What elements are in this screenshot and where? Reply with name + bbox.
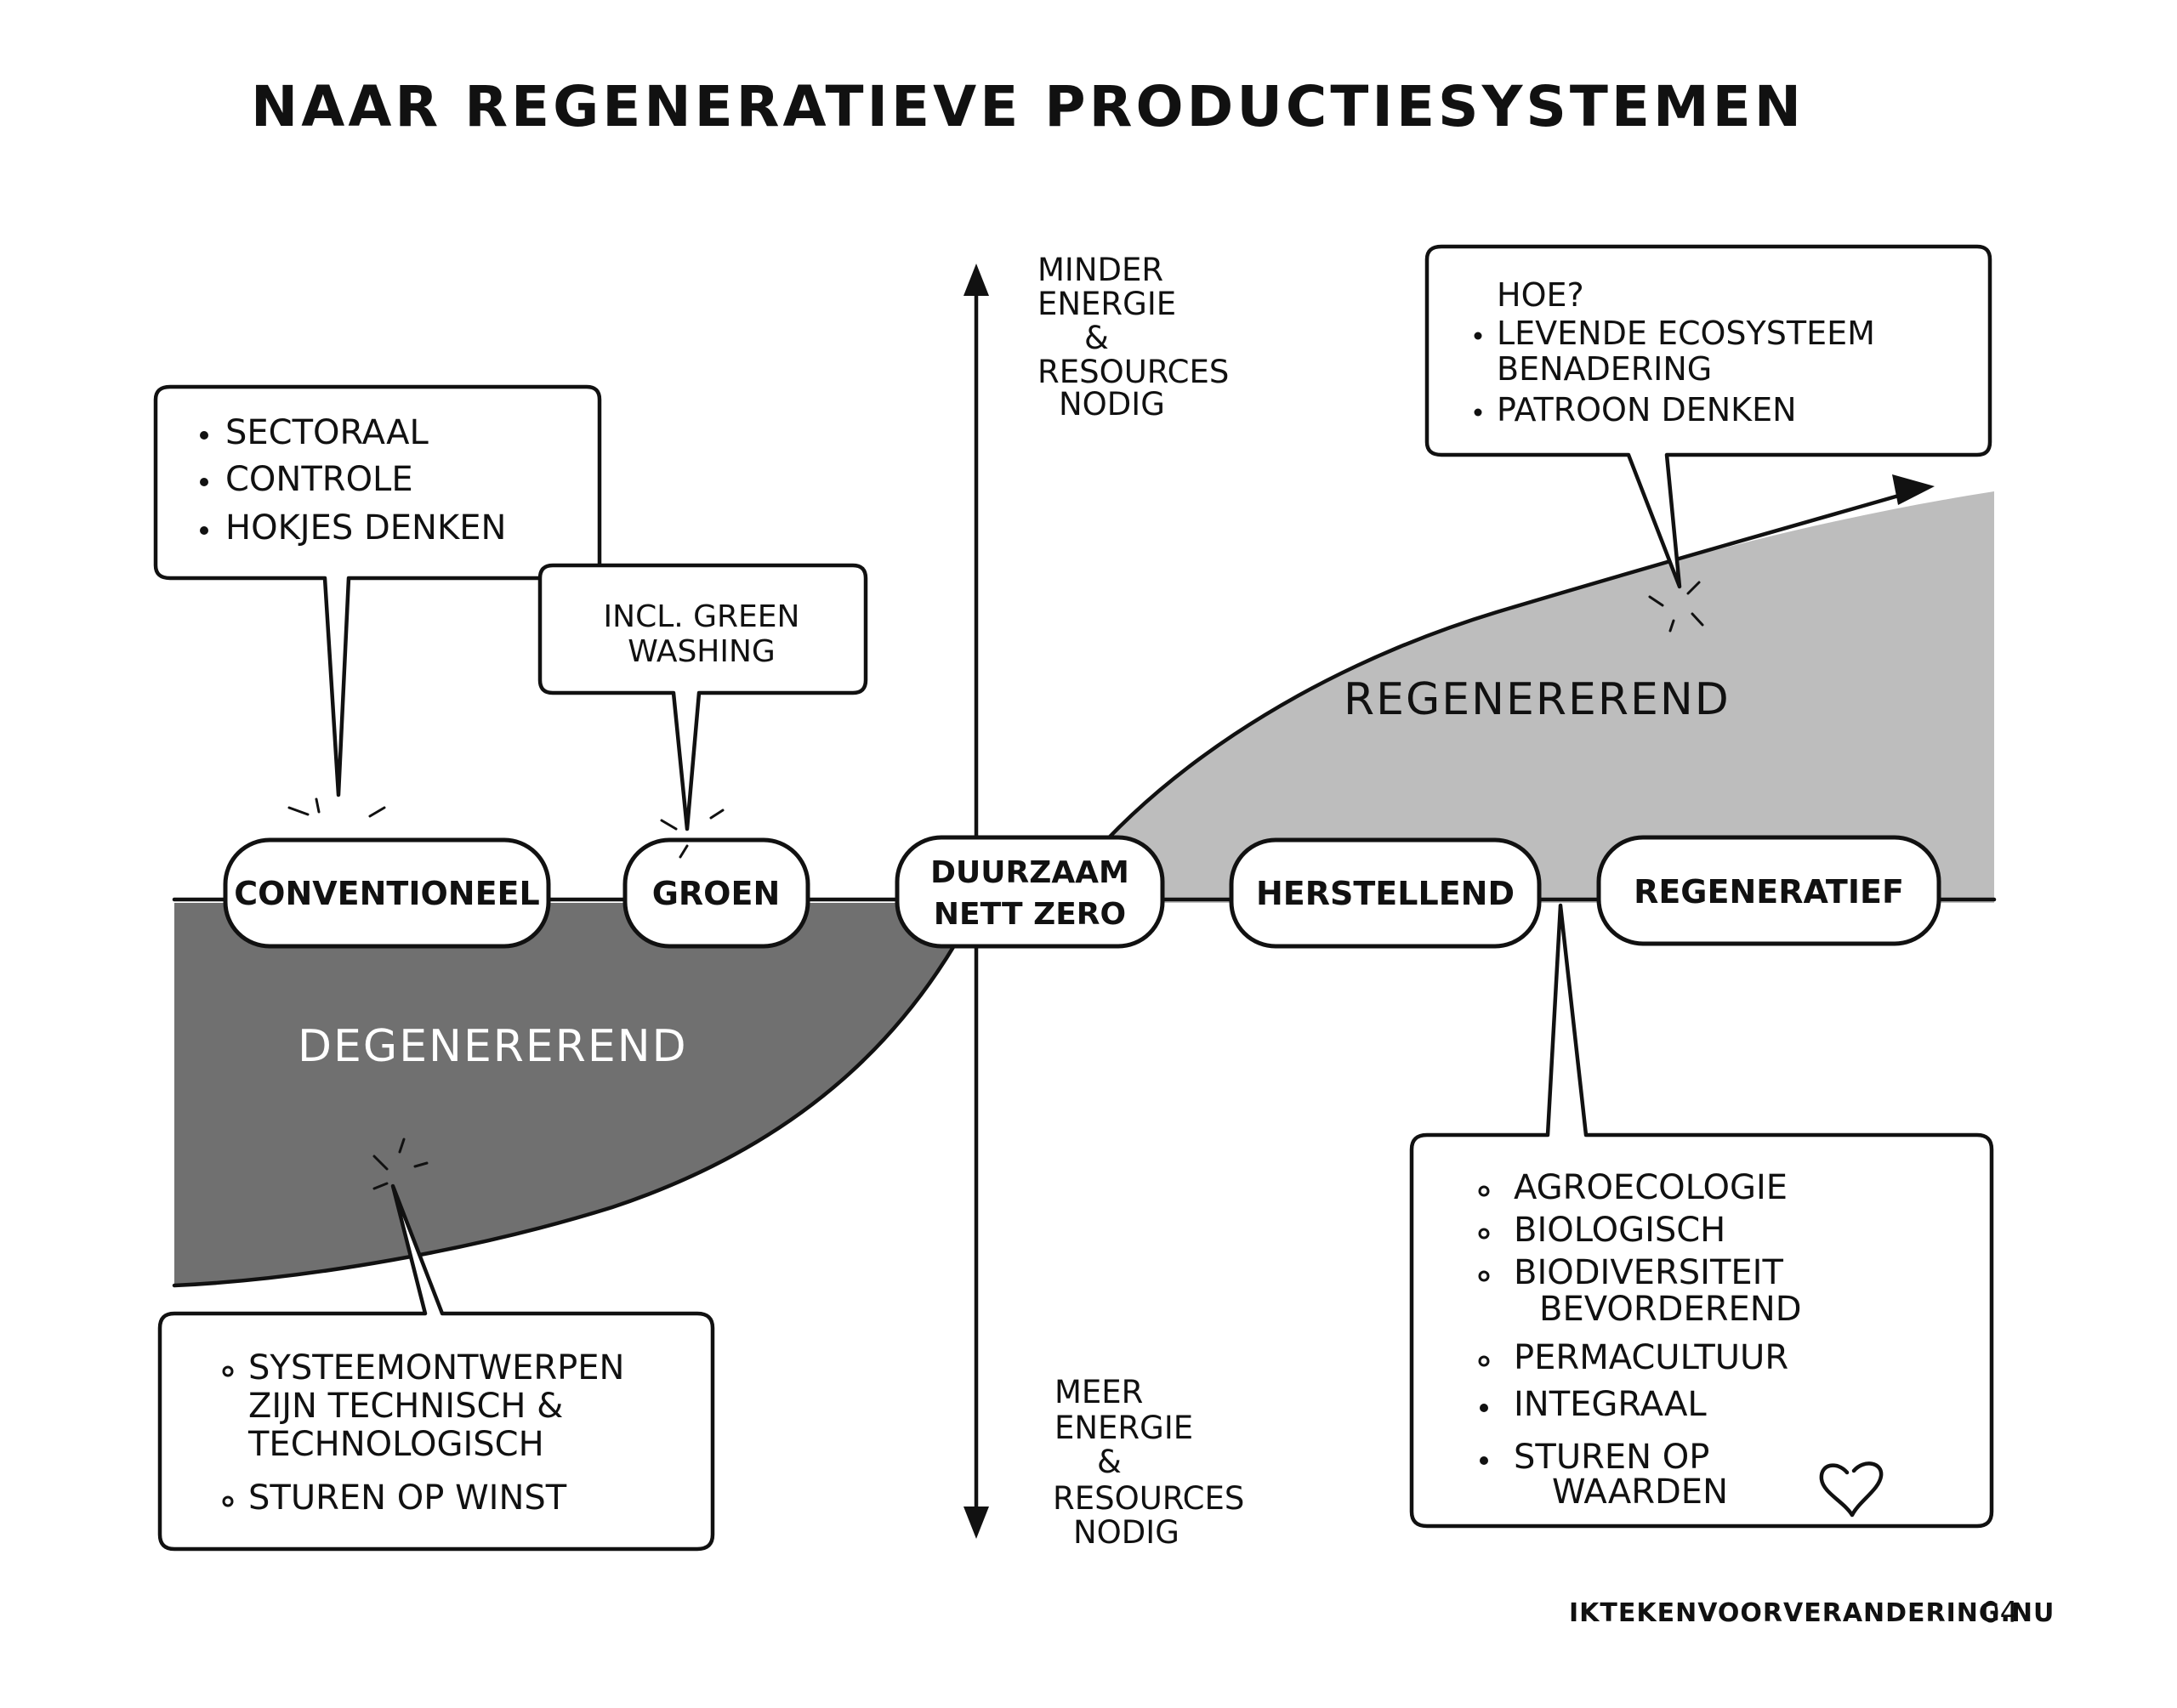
- axis-top-line: MINDER: [1037, 252, 1163, 288]
- degenerating-curve: [172, 900, 981, 1288]
- callout-green: INCL. GREEN WASHING: [537, 563, 868, 831]
- bullet-icon: [1480, 1456, 1488, 1465]
- stage-pill-sustainable: DUURZAAM NETT ZERO: [895, 835, 1165, 949]
- callout-item: AGROECOLOGIE: [1514, 1168, 1788, 1207]
- axis-bottom-line: RESOURCES: [1053, 1480, 1244, 1517]
- axis-arrow-up-icon: [963, 264, 989, 296]
- callout-item: PERMACULTUUR: [1514, 1338, 1788, 1377]
- callout-item: BIOLOGISCH: [1514, 1211, 1725, 1250]
- zone-label-regenerating: REGENEREREND: [1344, 674, 1731, 725]
- bullet-icon: [200, 431, 208, 440]
- bullet-icon: [222, 1495, 234, 1507]
- axis-top-label: MINDER ENERGIE & RESOURCES NODIG: [1037, 252, 1229, 423]
- callout-item: SYSTEEMONTWERPEN: [248, 1348, 624, 1387]
- regenerating-curve: [1052, 489, 1916, 905]
- callout-item: INTEGRAAL: [1514, 1385, 1707, 1424]
- bullet-icon: [1478, 1270, 1490, 1282]
- bullet-icon: [1478, 1228, 1490, 1240]
- axis-bottom-line: NODIG: [1073, 1514, 1179, 1551]
- curve-arrowhead: [1892, 474, 1935, 505]
- callout-item: PATROON DENKEN: [1497, 391, 1797, 428]
- callout-regenerative: AGROECOLOGIE BIOLOGISCH BIODIVERSITEIT B…: [1409, 903, 1994, 1529]
- stage-label: CONVENTIONEEL: [234, 875, 539, 912]
- callout-item: LEVENDE ECOSYSTEEM: [1497, 315, 1875, 352]
- bullet-icon: [1474, 408, 1482, 417]
- axis-top-line: ENERGIE: [1037, 286, 1176, 322]
- axis-bottom-line: ENERGIE: [1054, 1410, 1193, 1446]
- callout-conventional: SECTORAAL CONTROLE HOKJES DENKEN: [153, 384, 602, 797]
- axis-top-line: NODIG: [1059, 386, 1165, 423]
- callout-item: ZIJN TECHNISCH &: [248, 1387, 563, 1426]
- stage-label: NETT ZERO: [934, 897, 1126, 932]
- degenerating-zone: [174, 903, 978, 1285]
- zone-label-degenerating: DEGENEREREND: [298, 1021, 688, 1072]
- heart-icon: [1819, 1461, 1884, 1518]
- bullet-icon: [1478, 1185, 1490, 1197]
- callout-item: WAARDEN: [1552, 1473, 1728, 1512]
- bullet-icon: [1478, 1355, 1490, 1367]
- bullet-icon: [1480, 1404, 1488, 1412]
- stage-pill-green: GROEN: [622, 837, 810, 949]
- callout-item: HOKJES DENKEN: [225, 508, 506, 548]
- stage-pill-conventional: CONVENTIONEEL: [223, 837, 551, 949]
- axis-bottom-line: &: [1097, 1444, 1122, 1480]
- callout-degenerating: SYSTEEMONTWERPEN ZIJN TECHNISCH & TECHNO…: [157, 1183, 715, 1552]
- page-title: NAAR REGENERATIEVE PRODUCTIESYSTEMEN: [251, 74, 1805, 139]
- axis-top-line: &: [1084, 320, 1109, 356]
- bullet-icon: [200, 526, 208, 535]
- stage-label: HERSTELLEND: [1256, 875, 1515, 912]
- bullet-icon: [200, 478, 208, 486]
- stage-pill-restorative: HERSTELLEND: [1229, 837, 1542, 949]
- callout-item: TECHNOLOGISCH: [247, 1425, 544, 1464]
- bullet-icon: [1474, 332, 1482, 340]
- axis-top-line: RESOURCES: [1037, 354, 1229, 390]
- axis-bottom-line: MEER: [1054, 1374, 1143, 1410]
- callout-item: CONTROLE: [225, 460, 413, 499]
- bullet-icon: [222, 1365, 234, 1377]
- footer-signature: 04: [1981, 1596, 2018, 1630]
- callout-item: STUREN OP: [1514, 1438, 1709, 1477]
- footer-site: IKTEKENVOORVERANDERING.NU: [1569, 1598, 2055, 1628]
- spark-conventional-icon: [287, 797, 386, 818]
- callout-item: BIODIVERSITEIT: [1514, 1253, 1783, 1292]
- spark-degenerating-icon: [372, 1138, 429, 1190]
- callout-item: BEVORDEREND: [1539, 1290, 1802, 1329]
- axis-bottom-label: MEER ENERGIE & RESOURCES NODIG: [1053, 1374, 1244, 1551]
- callout-item: STUREN OP WINST: [248, 1478, 567, 1518]
- spark-green-icon: [660, 809, 725, 859]
- axis-arrow-down-icon: [963, 1507, 989, 1539]
- stage-label: GROEN: [652, 875, 781, 912]
- callout-item: SECTORAAL: [225, 413, 429, 452]
- regenerating-zone: [1054, 491, 1994, 903]
- stage-label: DUURZAAM: [930, 855, 1129, 890]
- callout-line: WASHING: [628, 634, 776, 669]
- callout-line: INCL. GREEN: [604, 599, 800, 634]
- callout-how: HOE? LEVENDE ECOSYSTEEM BENADERING PATRO…: [1424, 244, 1992, 589]
- spark-how-icon: [1648, 581, 1704, 633]
- stage-pill-regenerative: REGENERATIEF: [1596, 835, 1941, 946]
- callout-heading: HOE?: [1497, 276, 1584, 314]
- callout-item: BENADERING: [1497, 350, 1712, 388]
- stage-label: REGENERATIEF: [1634, 873, 1904, 911]
